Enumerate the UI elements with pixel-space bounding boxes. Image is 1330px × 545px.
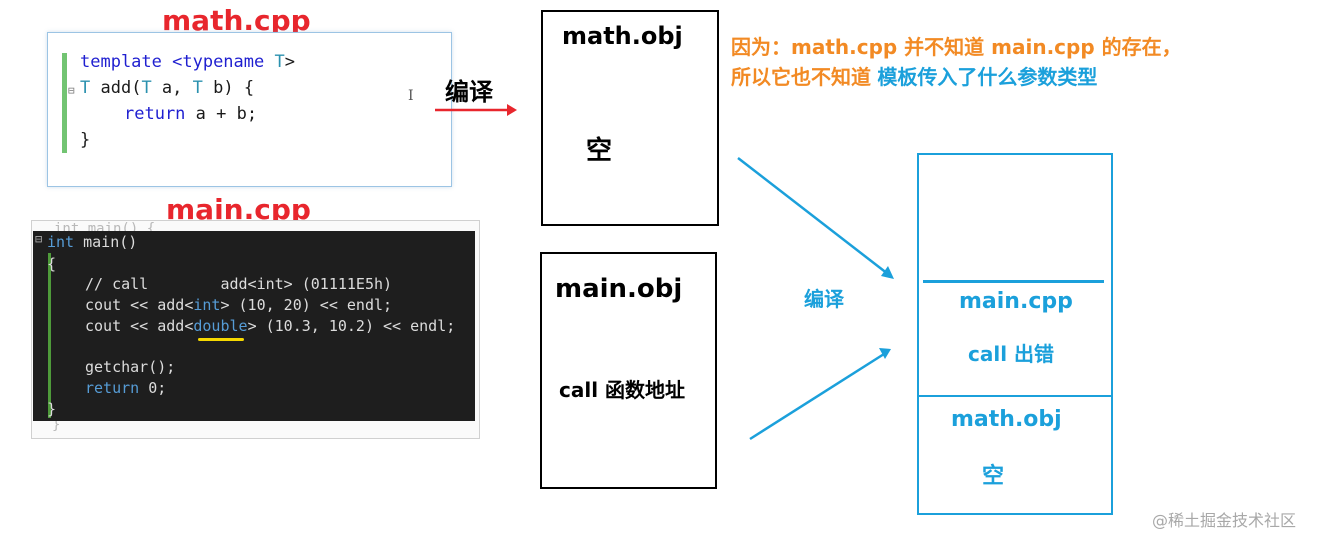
- compile-label-2: 编译: [804, 287, 844, 311]
- exe-main-cpp-title: main.cpp: [959, 289, 1073, 314]
- arrow-from-main-obj: [749, 352, 885, 441]
- change-marker-bar: [62, 53, 67, 153]
- math-obj-box-body: 空: [586, 136, 613, 166]
- watermark: @稀土掘金技术社区: [1152, 511, 1297, 530]
- main-obj-box-body: call 函数地址: [559, 378, 686, 402]
- main-code-line-8: }: [47, 400, 57, 418]
- change-marker-bar-dark: [48, 253, 51, 418]
- main-cpp-code-panel: ⊟ int main() { // call add<int> (01111E5…: [33, 231, 475, 421]
- main-obj-box-title: main.obj: [555, 274, 683, 304]
- exe-main-cpp-body: call 出错: [968, 342, 1055, 366]
- code-line-1: template <typename T>: [80, 52, 295, 72]
- fold-toggle-icon[interactable]: ⊟: [68, 84, 75, 97]
- code-line-2: T add(T a, T b) {: [80, 78, 255, 98]
- fold-toggle-icon-dark[interactable]: ⊟: [35, 232, 43, 246]
- main-code-line-4: cout << add<int> (10, 20) << endl;: [85, 296, 393, 314]
- main-code-line-6: getchar();: [85, 358, 176, 376]
- note-line-2: 所以它也不知道 模板传入了什么参数类型: [731, 61, 1097, 90]
- code-line-4: }: [80, 130, 91, 150]
- main-code-line-3: // call add<int> (01111E5h): [85, 275, 393, 293]
- note-line-2-orange: 所以它也不知道: [731, 65, 871, 89]
- ghost-line-bottom: }: [52, 417, 61, 433]
- compile-arrow-red: [435, 104, 517, 116]
- main-obj-box: main.obj call 函数地址: [540, 252, 717, 489]
- arrow-from-math-obj: [737, 157, 889, 275]
- section-divider-top: [923, 280, 1104, 283]
- double-highlight-underline: [198, 338, 244, 341]
- main-code-line-7: return 0;: [85, 379, 167, 397]
- note-line-1: 因为：math.cpp 并不知道 main.cpp 的存在，: [731, 35, 1182, 59]
- section-divider-bottom: [919, 395, 1111, 397]
- compile-label-1: 编译: [445, 78, 493, 106]
- linked-output-box: main.cpp call 出错 math.obj 空: [917, 153, 1113, 515]
- text-cursor-icon: I: [408, 88, 414, 104]
- link-arrows: [737, 157, 894, 441]
- exe-math-obj-body: 空: [982, 464, 1005, 489]
- code-line-3: return a + b;: [124, 104, 258, 124]
- main-code-line-5: cout << add<double> (10.3, 10.2) << endl…: [85, 317, 456, 335]
- math-obj-box: math.obj 空: [541, 10, 719, 226]
- math-cpp-code-panel: ⊟ template <typename T> T add(T a, T b) …: [47, 32, 452, 187]
- main-code-line-1: int main(): [47, 233, 138, 251]
- note-line-2-blue: 模板传入了什么参数类型: [877, 65, 1098, 89]
- exe-math-obj-title: math.obj: [951, 407, 1062, 432]
- math-obj-box-title: math.obj: [562, 22, 683, 50]
- math-cpp-title: math.cpp: [162, 4, 311, 37]
- main-code-line-2: {: [47, 255, 57, 273]
